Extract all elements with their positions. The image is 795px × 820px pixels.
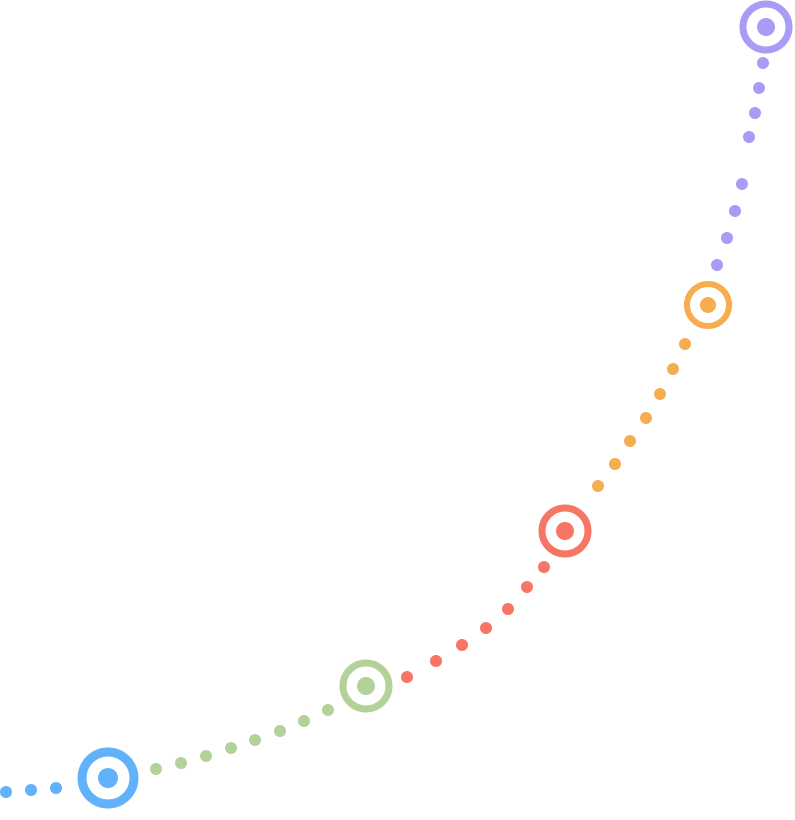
milestone-core-orange <box>700 297 716 313</box>
path-dot-green-1 <box>150 763 162 775</box>
path-dot-red-3 <box>456 639 468 651</box>
segment-red <box>401 504 592 683</box>
path-dot-orange-6 <box>667 363 679 375</box>
milestone-core-red <box>556 522 574 540</box>
milestone-blue <box>77 747 139 809</box>
path-dot-red-1 <box>401 671 413 683</box>
path-dot-orange-5 <box>654 388 666 400</box>
path-dot-purple-2 <box>721 232 733 244</box>
path-dot-purple-7 <box>753 82 765 94</box>
segment-orange <box>592 281 732 492</box>
path-dot-green-4 <box>225 742 237 754</box>
path-dot-red-6 <box>521 581 533 593</box>
path-dot-green-7 <box>298 715 310 727</box>
segment-blue <box>0 747 139 809</box>
path-dot-purple-1 <box>711 259 723 271</box>
path-dot-red-5 <box>502 603 514 615</box>
path-dot-red-4 <box>480 622 492 634</box>
path-dot-orange-7 <box>679 338 691 350</box>
path-dot-red-7 <box>538 561 550 573</box>
milestone-green <box>339 659 393 713</box>
path-dot-green-8 <box>322 704 334 716</box>
path-dot-blue-2 <box>25 784 37 796</box>
path-dot-purple-4 <box>736 178 748 190</box>
path-dot-orange-4 <box>640 412 652 424</box>
path-dot-purple-8 <box>757 57 769 69</box>
path-dot-orange-2 <box>609 458 621 470</box>
path-dot-green-6 <box>274 725 286 737</box>
milestone-orange <box>684 281 732 329</box>
path-dot-orange-3 <box>624 435 636 447</box>
path-dot-green-2 <box>175 757 187 769</box>
path-dot-green-3 <box>200 750 212 762</box>
path-dot-blue-3 <box>50 782 62 794</box>
milestone-core-green <box>357 677 375 695</box>
segment-purple <box>711 0 793 271</box>
path-dot-red-2 <box>430 655 442 667</box>
path-dot-purple-5 <box>743 131 755 143</box>
segment-green <box>150 659 393 775</box>
path-dot-blue-1 <box>0 786 12 798</box>
path-dot-purple-3 <box>729 205 741 217</box>
milestone-purple <box>739 0 793 54</box>
path-dot-purple-6 <box>749 107 761 119</box>
milestone-core-purple <box>757 18 775 36</box>
milestone-red <box>538 504 592 558</box>
path-dot-green-5 <box>249 734 261 746</box>
path-dot-orange-1 <box>592 480 604 492</box>
milestone-core-blue <box>98 768 118 788</box>
